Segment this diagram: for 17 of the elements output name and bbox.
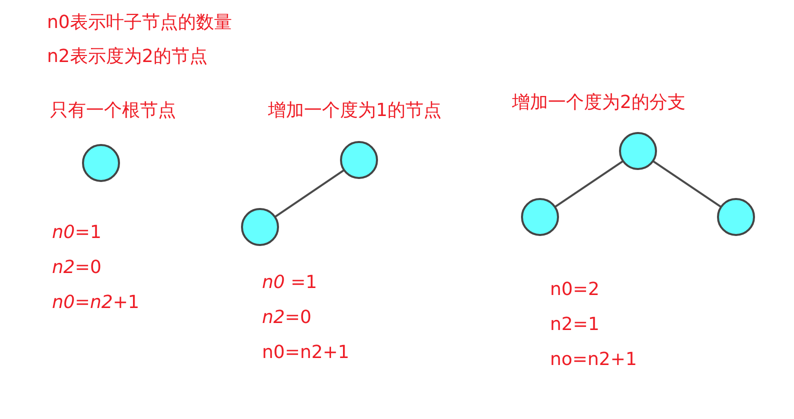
formula: n0=2 xyxy=(550,279,600,301)
heading: 增加一个度为1的节点 xyxy=(268,100,442,122)
formula: n2=0 xyxy=(262,307,312,329)
formula: n2=1 xyxy=(550,314,600,336)
connector-line xyxy=(274,169,345,218)
note-text: n2表示度为2的节点 xyxy=(47,46,208,68)
formula: n0 =1 xyxy=(262,272,318,294)
formula: n0=n2+1 xyxy=(52,292,140,314)
formula: n2=0 xyxy=(52,257,102,279)
formula: no=n2+1 xyxy=(550,349,637,371)
connector-line xyxy=(652,160,722,208)
heading: 只有一个根节点 xyxy=(50,100,176,122)
formula: n0=1 xyxy=(52,222,102,244)
connector-line xyxy=(554,160,624,208)
heading: 增加一个度为2的分支 xyxy=(512,92,686,114)
formula: n0=n2+1 xyxy=(262,342,350,364)
note-text: n0表示叶子节点的数量 xyxy=(47,12,232,34)
